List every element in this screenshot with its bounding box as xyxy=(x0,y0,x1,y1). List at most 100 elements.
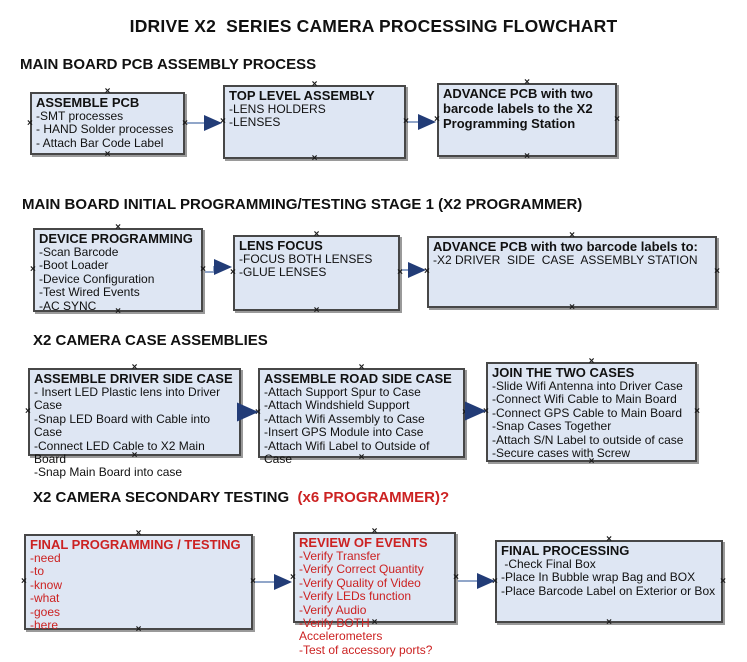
box-item: -Device Configuration xyxy=(39,271,155,286)
box-title: DEVICE PROGRAMMING xyxy=(39,231,193,246)
box-item: -Attach Support Spur to Case xyxy=(264,385,421,399)
section-heading-case-assemblies: X2 CAMERA CASE ASSEMBLIES xyxy=(33,332,268,349)
box-item: -goes xyxy=(30,604,61,619)
connection-handle-icon: × xyxy=(104,149,111,160)
connection-handle-icon: × xyxy=(434,114,440,125)
connection-handle-icon: × xyxy=(524,151,530,162)
flow-box-top-level-assembly[interactable]: ×××× TOP LEVEL ASSEMBLY -LENS HOLDERS -L… xyxy=(220,80,409,164)
box-item: -Snap Main Board into case xyxy=(34,465,183,480)
box-item: -LENS HOLDERS xyxy=(229,102,326,116)
box-item: -AC SYNC xyxy=(39,298,97,313)
connection-handle-icon: × xyxy=(606,617,612,628)
box-title: JOIN THE TWO CASES xyxy=(492,365,635,380)
box-title: REVIEW OF EVENTS xyxy=(299,535,428,550)
connection-handle-icon: × xyxy=(290,571,296,583)
box-item: -Scan Barcode xyxy=(39,245,119,259)
box-item: - Insert LED Plastic lens into Driver Ca… xyxy=(34,385,224,413)
connection-handle-icon: × xyxy=(220,116,226,127)
box-item: -X2 DRIVER SIDE CASE ASSEMBLY STATION xyxy=(433,253,698,267)
box-item: -Attach Windshield Support xyxy=(264,398,410,413)
connection-handle-icon: × xyxy=(694,406,700,417)
box-item: -Test Wired Events xyxy=(39,285,140,300)
flow-box-review-of-events[interactable]: ×××× REVIEW OF EVENTS -Verify Transfer -… xyxy=(290,527,459,657)
connector-arrow[interactable] xyxy=(205,259,232,275)
box-item: -FOCUS BOTH LENSES xyxy=(239,252,373,266)
box-item: -Verify Audio xyxy=(299,602,367,617)
box-item: -Attach S/N Label to outside of case xyxy=(492,432,684,447)
section-heading-secondary-testing-red: (x6 PROGRAMMER)? xyxy=(289,489,450,506)
box-title: ASSEMBLE ROAD SIDE CASE xyxy=(264,371,452,386)
box-item: -Place Barcode Label on Exterior or Box xyxy=(501,583,716,598)
connection-handle-icon: × xyxy=(27,117,33,129)
box-title: LENS FOCUS xyxy=(239,238,323,253)
flow-box-final-processing[interactable]: ×××× FINAL PROCESSING -Check Final Box -… xyxy=(492,535,726,628)
connection-handle-icon: × xyxy=(250,576,256,587)
box-item: -Verify Transfer xyxy=(299,549,381,563)
box-item: -Boot Loader xyxy=(39,258,109,273)
connection-handle-icon: × xyxy=(182,117,188,129)
connection-handle-icon: × xyxy=(25,406,31,417)
box-item: -Snap LED Board with Cable into Case xyxy=(34,411,214,440)
box-item: -Verify Quality of Video xyxy=(299,575,421,590)
box-item: -Insert GPS Module into Case xyxy=(264,425,424,440)
flow-box-device-programming[interactable]: ×××× DEVICE PROGRAMMING -Scan Barcode -B… xyxy=(30,223,206,317)
flow-box-assemble-driver-side-case[interactable]: ×××× ASSEMBLE DRIVER SIDE CASE - Insert … xyxy=(25,363,244,480)
connection-handle-icon: × xyxy=(313,305,320,316)
connection-handle-icon: × xyxy=(255,407,261,418)
connection-handle-icon: × xyxy=(403,116,409,127)
connection-handle-icon: × xyxy=(230,267,236,278)
box-item: -here xyxy=(30,618,59,633)
box-item: -Verify LEDs function xyxy=(299,589,412,604)
box-item: -SMT processes xyxy=(36,109,124,123)
box-item: -what xyxy=(30,591,60,606)
box-item: -Connect GPS Cable to Main Board xyxy=(492,405,683,420)
connection-handle-icon: × xyxy=(21,576,27,587)
box-item: -Check Final Box xyxy=(501,557,596,571)
connection-handle-icon: × xyxy=(720,575,726,587)
box-title: ASSEMBLE PCB xyxy=(36,95,140,110)
connection-handle-icon: × xyxy=(492,575,498,587)
box-item: -Verify BOTH Accelerometers xyxy=(299,616,383,644)
box-item: -Snap Cases Together xyxy=(492,419,612,434)
box-item: -know xyxy=(30,577,63,592)
connection-handle-icon: × xyxy=(614,114,620,125)
section-heading-pcb-assembly: MAIN BOARD PCB ASSEMBLY PROCESS xyxy=(20,56,317,73)
connection-handle-icon: × xyxy=(311,153,318,164)
box-item: - Attach Bar Code Label xyxy=(36,135,164,150)
flow-box-join-the-two-cases[interactable]: ×××× JOIN THE TWO CASES -Slide Wifi Ante… xyxy=(483,357,700,467)
connection-handle-icon: × xyxy=(200,264,206,275)
connection-handle-icon: × xyxy=(569,302,575,313)
box-item: -GLUE LENSES xyxy=(239,265,327,280)
flow-box-final-programming-testing[interactable]: ×××× FINAL PROGRAMMING / TESTING -need -… xyxy=(21,529,256,635)
box-item: -Test of accessory ports? xyxy=(299,642,433,657)
flow-box-advance-pcb-programming-station[interactable]: ×××× ADVANCE PCB with two barcode labels… xyxy=(434,78,620,162)
flow-box-assemble-pcb[interactable]: ×××× ASSEMBLE PCB -SMT processes - HAND … xyxy=(27,87,188,160)
connection-handle-icon: × xyxy=(714,266,720,277)
box-item: -Connect Wifi Cable to Main Board xyxy=(492,392,677,407)
box-item: - HAND Solder processes xyxy=(36,122,174,137)
connection-handle-icon: × xyxy=(424,266,430,277)
flow-box-assemble-road-side-case[interactable]: ×××× ASSEMBLE ROAD SIDE CASE -Attach Sup… xyxy=(255,363,468,466)
box-item: -Place In Bubble wrap Bag and BOX xyxy=(501,570,696,585)
connection-handle-icon: × xyxy=(397,267,403,278)
box-title: TOP LEVEL ASSEMBLY xyxy=(229,88,375,103)
box-item: -Slide Wifi Antenna into Driver Case xyxy=(492,379,683,393)
box-item: -LENSES xyxy=(229,115,281,130)
connection-handle-icon: × xyxy=(483,406,489,417)
box-item: -to xyxy=(30,564,45,579)
section-heading-secondary-testing: X2 CAMERA SECONDARY TESTING (x6 PROGRAMM… xyxy=(33,489,449,506)
connection-handle-icon: × xyxy=(462,407,468,418)
flow-box-advance-pcb-driver-side-station[interactable]: ×××× ADVANCE PCB with two barcode labels… xyxy=(424,231,720,313)
box-item: -Secure cases with Screw xyxy=(492,446,631,461)
box-item: -Attach Wifi Label to Outside of Case xyxy=(264,438,433,467)
box-item: -Connect LED Cable to X2 Main Board xyxy=(34,438,209,467)
box-item: -Attach Wifi Assembly to Case xyxy=(264,411,425,426)
section-heading-secondary-testing-black: X2 CAMERA SECONDARY TESTING xyxy=(33,489,290,506)
page-title: IDRIVE X2 SERIES CAMERA PROCESSING FLOWC… xyxy=(129,16,618,36)
box-title: ADVANCE PCB with two barcode labels to: xyxy=(433,239,698,254)
flow-box-lens-focus[interactable]: ×××× LENS FOCUS -FOCUS BOTH LENSES -GLUE… xyxy=(230,230,403,316)
box-title: ADVANCE PCB with two barcode labels to t… xyxy=(443,86,597,131)
connection-handle-icon: × xyxy=(30,264,36,275)
section-heading-initial-programming: MAIN BOARD INITIAL PROGRAMMING/TESTING S… xyxy=(22,196,583,213)
